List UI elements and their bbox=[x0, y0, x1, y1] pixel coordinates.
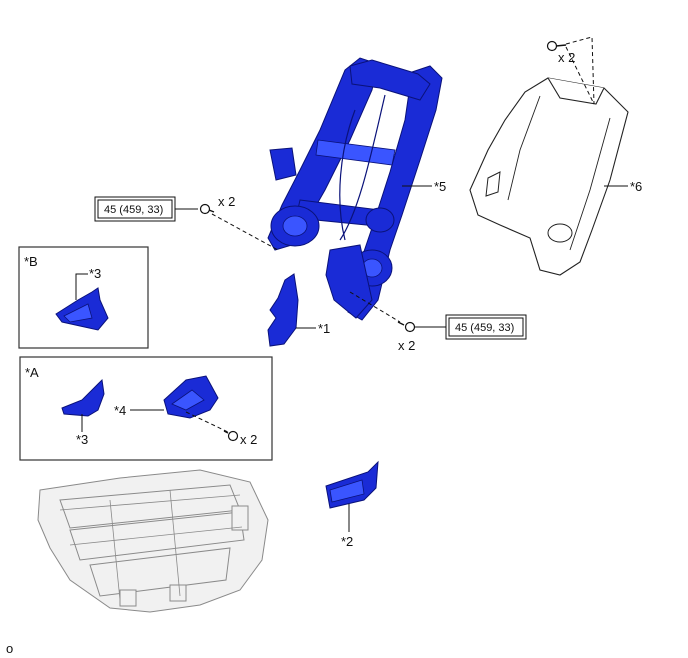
bolt-right-quantity: x 2 bbox=[398, 338, 415, 353]
screw-top bbox=[546, 36, 595, 105]
part-2-cover bbox=[325, 460, 379, 509]
label-part-3-b: *3 bbox=[89, 266, 101, 281]
seatback-board-part bbox=[469, 77, 629, 276]
group-a-frame bbox=[19, 356, 273, 461]
screw-top-quantity: x 2 bbox=[558, 50, 575, 65]
torque-box-right-inner bbox=[448, 317, 524, 337]
seatback-frame-part bbox=[267, 57, 443, 321]
label-part-6: *6 bbox=[630, 179, 642, 194]
screw-a bbox=[223, 430, 239, 442]
seat-cushion-frame bbox=[37, 469, 269, 613]
label-part-2: *2 bbox=[341, 534, 353, 549]
label-part-1: *1 bbox=[318, 321, 330, 336]
screw-a-path bbox=[185, 411, 229, 433]
part-3-variant-b bbox=[55, 287, 109, 331]
torque-box-left-inner bbox=[97, 199, 173, 219]
bolt-left-path bbox=[211, 213, 279, 251]
label-group-a: *A bbox=[25, 365, 39, 380]
torque-left: 45 (459, 33) bbox=[104, 204, 163, 216]
leader-part-3-b bbox=[75, 273, 88, 300]
bolt-right-path bbox=[349, 291, 401, 323]
torque-box-right-outer bbox=[445, 314, 527, 340]
torque-right: 45 (459, 33) bbox=[455, 322, 514, 334]
group-b-frame bbox=[18, 246, 149, 349]
part-4-bracket bbox=[163, 375, 219, 419]
screw-a-quantity: x 2 bbox=[240, 432, 257, 447]
label-part-3-a: *3 bbox=[76, 432, 88, 447]
bolt-right bbox=[397, 321, 416, 333]
diagram-code: o bbox=[6, 641, 13, 656]
label-part-5: *5 bbox=[434, 179, 446, 194]
part-1-cover bbox=[267, 273, 299, 347]
bolt-left-quantity: x 2 bbox=[218, 194, 235, 209]
bolt-left bbox=[199, 203, 215, 215]
part-3-variant-a bbox=[61, 378, 105, 417]
label-part-4: *4 bbox=[114, 403, 126, 418]
label-group-b: *B bbox=[24, 254, 38, 269]
